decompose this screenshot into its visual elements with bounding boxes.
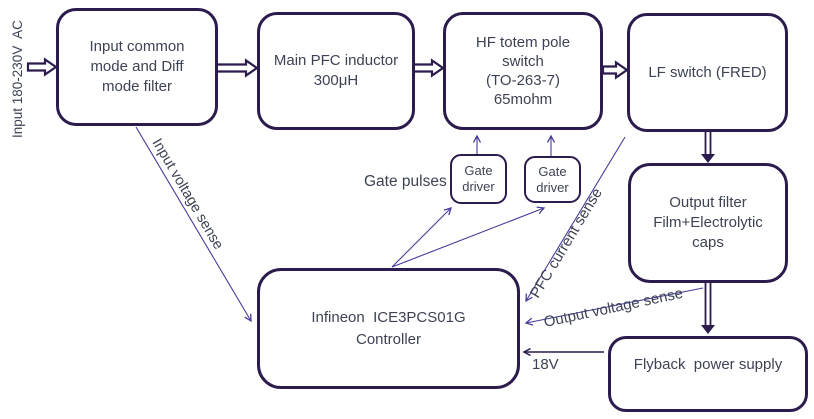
block-label-line: Flyback power supply bbox=[633, 356, 783, 373]
block-label-line: Gate bbox=[464, 163, 493, 178]
block-label-line: HF totem pole bbox=[475, 34, 571, 51]
arrow-inductor-to-hf-switch bbox=[411, 58, 445, 78]
arrow-output-filter-to-flyback bbox=[701, 283, 715, 334]
wire-output-voltage-sense bbox=[526, 287, 704, 323]
block-label-line: mode filter bbox=[101, 78, 173, 95]
output-voltage-sense-label: Output voltage sense bbox=[542, 285, 684, 331]
block-label-line: Output filter bbox=[669, 194, 747, 211]
block-label-line: Controller bbox=[355, 330, 422, 348]
block-label-line: driver bbox=[462, 179, 495, 194]
wire-pfc-current-sense bbox=[526, 136, 626, 301]
block-label-line: Film+Electrolytic bbox=[653, 214, 763, 231]
wire-controller-to-gate-driver-2 bbox=[391, 208, 544, 268]
block-label-line: 65mohm bbox=[493, 91, 553, 108]
arrow-hf-to-lf-switch bbox=[601, 60, 629, 80]
block-label-line: switch bbox=[502, 53, 544, 70]
wire-controller-to-gate-driver-1 bbox=[391, 208, 451, 268]
block-input-filter: Input common mode and Diff mode filter bbox=[56, 8, 218, 126]
block-pfc-inductor: Main PFC inductor 300μH bbox=[257, 12, 415, 130]
block-label-line: LF switch (FRED) bbox=[648, 63, 767, 81]
gate-pulses-label: Gate pulses bbox=[364, 173, 447, 190]
18v-label: 18V bbox=[532, 356, 559, 373]
block-label-line: driver bbox=[536, 179, 569, 195]
block-label-line: (TO-263-7) bbox=[486, 72, 560, 89]
block-gate-driver-2: Gate driver bbox=[524, 156, 581, 203]
block-label-line: Main PFC inductor bbox=[273, 52, 399, 69]
block-hf-totem-pole-switch: HF totem pole switch (TO-263-7) 65mohm bbox=[443, 12, 603, 130]
block-gate-driver-1: Gate driver bbox=[450, 154, 507, 204]
block-label-line: Infineon ICE3PCS01G bbox=[311, 308, 466, 326]
block-lf-switch: LF switch (FRED) bbox=[627, 13, 788, 132]
block-output-filter: Output filter Film+Electrolytic caps bbox=[628, 163, 788, 283]
input-voltage-sense-label: Input voltage sense bbox=[149, 136, 227, 252]
arrow-filter-to-inductor bbox=[214, 58, 259, 78]
block-label-line: caps bbox=[692, 234, 724, 251]
block-label-line: 300μH bbox=[313, 72, 359, 89]
input-arrow bbox=[26, 57, 58, 77]
arrow-lf-to-output-filter bbox=[701, 132, 715, 163]
block-flyback-power-supply: Flyback power supply bbox=[608, 336, 808, 412]
block-label-line: mode and Diff bbox=[90, 58, 184, 75]
block-controller: Infineon ICE3PCS01G Controller bbox=[257, 268, 520, 389]
input-voltage-rating-label: Input 180-230V AC bbox=[10, 20, 25, 138]
wire-input-voltage-sense bbox=[135, 126, 251, 321]
block-label-line: Input common bbox=[89, 38, 185, 55]
block-label-line: Gate bbox=[538, 163, 567, 179]
